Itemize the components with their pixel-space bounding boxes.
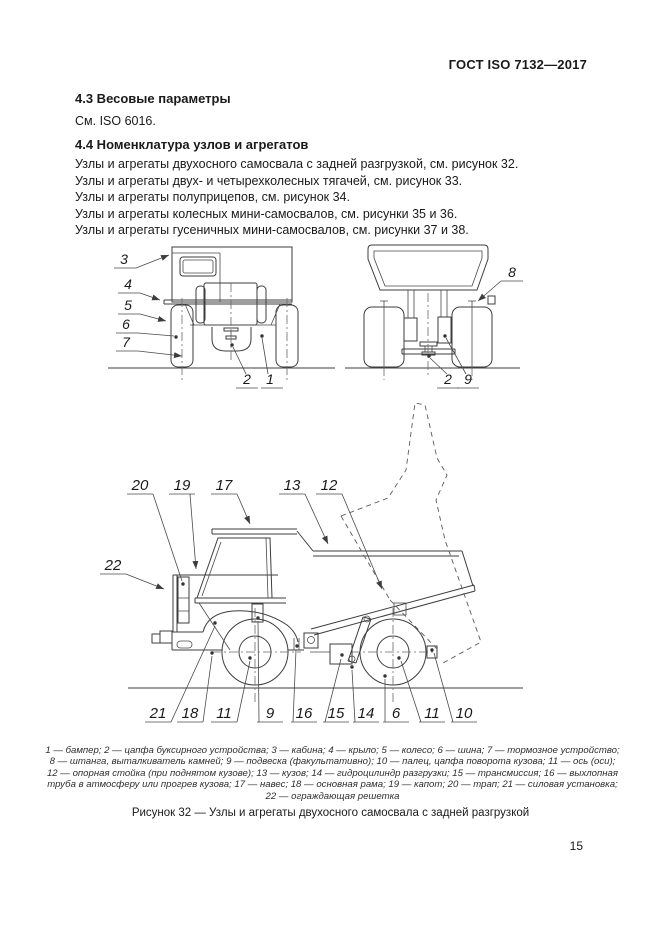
section-4-4-heading: 4.4 Номенклатура узлов и агрегатов [75, 137, 309, 152]
figure-caption: Рисунок 32 — Узлы и агрегаты двухосного … [131, 807, 530, 819]
text-line: Узлы и агрегаты полуприцепов, см. рисуно… [75, 190, 350, 205]
callout-label: 6 [392, 705, 401, 722]
text-line: 8 — штанга, выталкиватель камней; 9 — по… [49, 756, 616, 768]
text-line: Узлы и агрегаты гусеничных мини-самосвал… [75, 223, 469, 238]
rear-view-drawing: 8 2 9 [345, 244, 523, 389]
callout-label: 21 [149, 705, 167, 722]
callout-label: 9 [464, 371, 472, 387]
callout-label: 10 [456, 705, 473, 722]
figure-32-drawing: 3 4 5 6 7 2 1 [100, 244, 523, 723]
callout-label: 11 [424, 705, 440, 722]
callout-label: 20 [131, 477, 149, 494]
callout-label: 22 [104, 557, 122, 574]
text-line: 22 — ограждающая решетка [265, 790, 400, 802]
callout-label: 2 [242, 371, 251, 387]
page-number: 15 [569, 839, 583, 853]
callout-label: 19 [174, 477, 191, 494]
callout-label: 15 [328, 705, 345, 722]
callout-label: 6 [122, 316, 130, 332]
callout-label: 17 [216, 477, 233, 494]
callout-label: 2 [443, 371, 452, 387]
page-header-title: ГОСТ ISO 7132—2017 [448, 57, 587, 72]
callout-label: 18 [182, 705, 199, 722]
section-4-4-lines: Узлы и агрегаты двухосного самосвала с з… [75, 156, 575, 239]
side-view-drawing: 20 19 17 13 12 22 21 18 11 9 16 15 14 6 … [100, 402, 523, 723]
text-line: 12 — опорная стойка (при поднятом кузове… [46, 767, 619, 779]
callout-label: 4 [124, 276, 132, 292]
text-line: 1 — бампер; 2 — цапфа буксирного устройс… [45, 745, 620, 756]
callout-label: 5 [124, 297, 132, 313]
callout-label: 12 [321, 477, 338, 494]
section-4-3-body: См. ISO 6016. [75, 114, 156, 128]
callout-label: 16 [296, 705, 313, 722]
front-view-drawing: 3 4 5 6 7 2 1 [108, 246, 335, 389]
callout-label: 11 [216, 705, 232, 722]
section-4-3-heading: 4.3 Весовые параметры [75, 91, 231, 106]
text-line: Узлы и агрегаты двухосного самосвала с з… [75, 157, 519, 171]
callout-label: 14 [358, 705, 375, 722]
callout-label: 1 [266, 371, 274, 387]
callout-label: 9 [266, 705, 275, 722]
text-line: Узлы и агрегаты двух- и четырехколесных … [75, 173, 463, 188]
text-line: Узлы и агрегаты колесных мини-самосвалов… [75, 206, 458, 221]
callout-label: 13 [284, 477, 301, 494]
figure-legend: 1 — бампер; 2 — цапфа буксирного устройс… [45, 745, 620, 802]
callout-label: 3 [120, 251, 128, 267]
callout-label: 7 [122, 334, 131, 350]
text-line: труба в атмосферу или прогрев кузова; 17… [47, 779, 618, 791]
callout-label: 8 [508, 264, 516, 280]
